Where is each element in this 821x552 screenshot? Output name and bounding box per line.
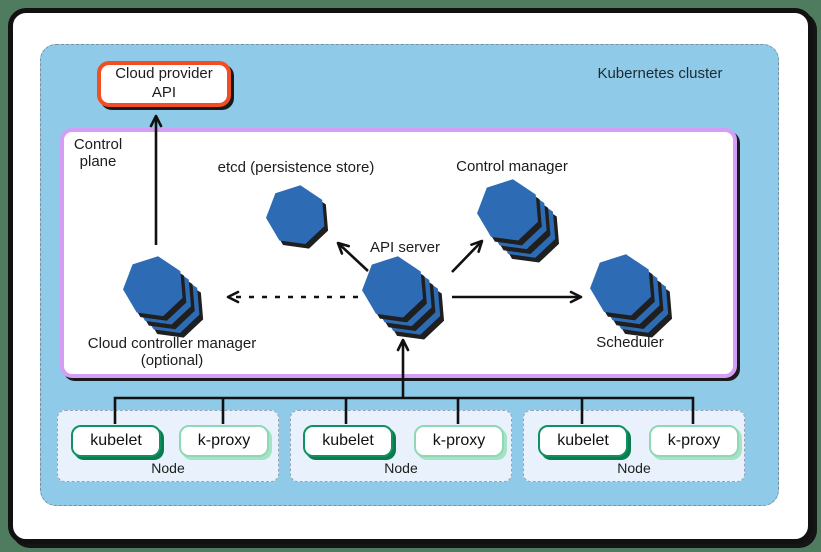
api-server-label: API server (369, 239, 441, 256)
cloud-provider-api-box: Cloud provider API (97, 61, 231, 107)
control-manager-label: Control manager (456, 158, 568, 175)
k-proxy-button: k-proxy (414, 425, 504, 457)
cloud-controller-manager-label: Cloud controller manager (optional) (87, 335, 257, 370)
api-server-icon (361, 255, 449, 343)
k-proxy-button: k-proxy (179, 425, 269, 457)
control-manager-icon (476, 178, 564, 266)
node-box-3: kubelet k-proxy Node (523, 410, 745, 482)
node-label: Node (384, 460, 418, 476)
cloud-provider-api-label-line2: API (151, 84, 177, 101)
kubelet-button: kubelet (538, 425, 628, 457)
cloud-provider-api-label-line1: Cloud provider (115, 65, 213, 83)
node-label: Node (151, 460, 185, 476)
scheduler-label: Scheduler (596, 334, 664, 351)
node-box-2: kubelet k-proxy Node (290, 410, 512, 482)
cloud-controller-manager-icon (122, 255, 208, 341)
kubernetes-cluster-label: Kubernetes cluster (597, 65, 723, 82)
etcd-label: etcd (persistence store) (217, 159, 375, 176)
node-box-1: kubelet k-proxy Node (57, 410, 279, 482)
k-proxy-button: k-proxy (649, 425, 739, 457)
control-plane-label: Control plane (73, 136, 123, 171)
kubelet-button: kubelet (71, 425, 161, 457)
node-label: Node (617, 460, 651, 476)
scheduler-icon (589, 253, 677, 341)
control-plane-box (60, 128, 737, 378)
kubelet-button: kubelet (303, 425, 393, 457)
etcd-icon (265, 184, 331, 252)
